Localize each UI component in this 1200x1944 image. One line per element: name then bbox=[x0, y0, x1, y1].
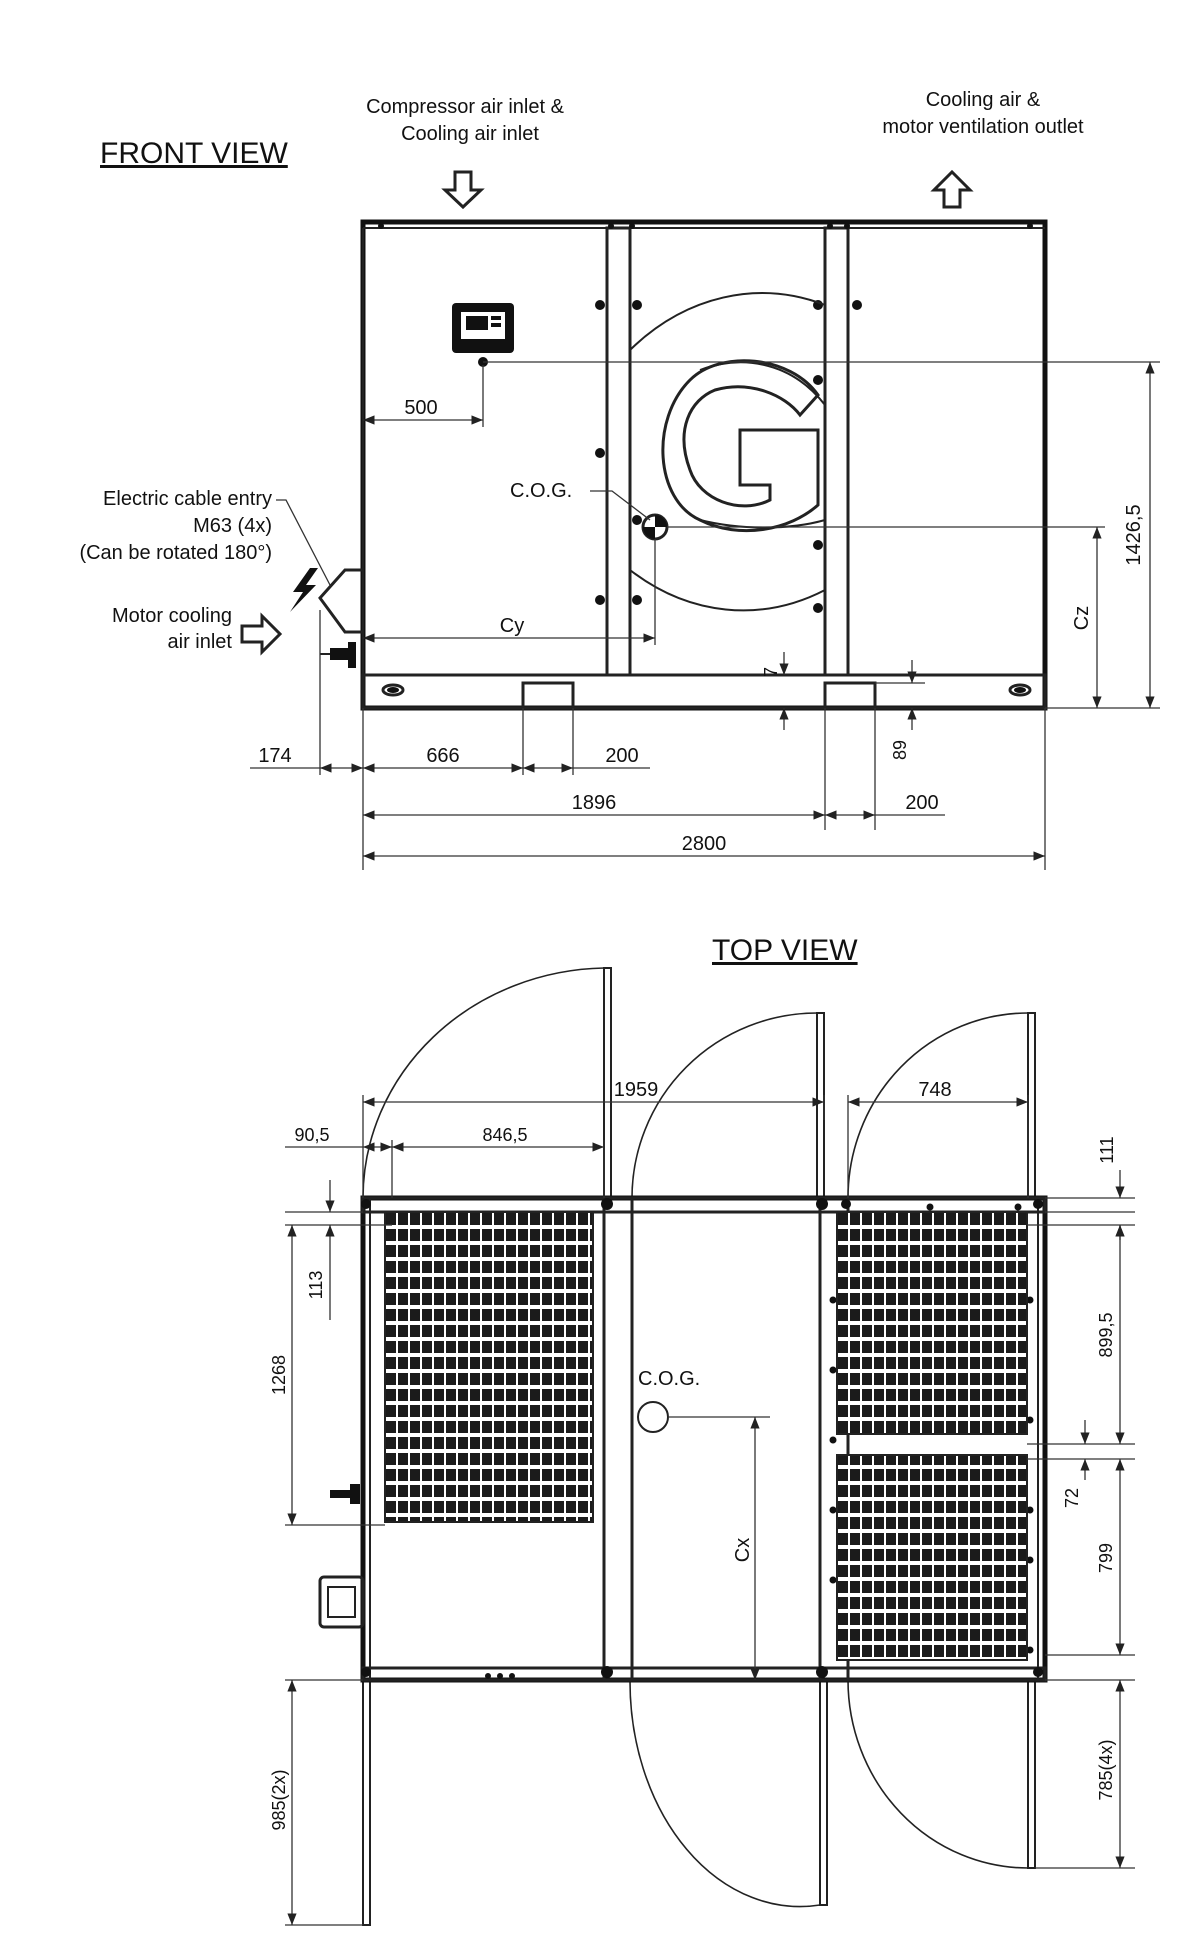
dim-2800: 2800 bbox=[682, 833, 727, 855]
right-upper-grille bbox=[836, 1211, 1028, 1435]
cz-label: Cz bbox=[1071, 606, 1093, 630]
g-logo bbox=[661, 359, 820, 533]
cog-symbol bbox=[641, 513, 669, 541]
base-frame bbox=[361, 673, 1047, 710]
lightning-icon bbox=[290, 568, 318, 612]
left-grille bbox=[384, 1211, 594, 1523]
inlet-arrow-icon bbox=[441, 170, 485, 210]
top-cog-symbol bbox=[637, 1401, 669, 1433]
dim-72: 72 bbox=[1062, 1488, 1082, 1508]
dim-899-5: 899,5 bbox=[1096, 1312, 1116, 1357]
dim-785-4x: 785(4x) bbox=[1096, 1739, 1116, 1800]
cable-plug-icon bbox=[330, 642, 356, 668]
dim-748: 748 bbox=[918, 1079, 951, 1101]
dim-1896: 1896 bbox=[572, 792, 617, 814]
front-view: FRONT VIEW Compressor air inlet & Coolin… bbox=[79, 89, 1160, 870]
dim-1959: 1959 bbox=[614, 1079, 659, 1101]
fan-shroud bbox=[629, 292, 826, 351]
dim-200-front-b: 200 bbox=[905, 792, 938, 814]
cx-label: Cx bbox=[732, 1538, 754, 1562]
top-view-title: TOP VIEW bbox=[712, 934, 858, 967]
dim-666: 666 bbox=[426, 745, 459, 767]
dim-1268: 1268 bbox=[269, 1355, 289, 1395]
dim-89: 89 bbox=[890, 740, 910, 760]
dim-1426-5: 1426,5 bbox=[1123, 504, 1145, 565]
top-view: TOP VIEW bbox=[269, 934, 1135, 1926]
controller-display-icon bbox=[452, 303, 514, 367]
dim-500: 500 bbox=[404, 397, 437, 419]
top-cog-label: C.O.G. bbox=[638, 1368, 700, 1390]
inlet-label-line1: Compressor air inlet & bbox=[366, 96, 565, 118]
dim-846-5: 846,5 bbox=[482, 1125, 527, 1145]
cable-entry-label-line2: M63 (4x) bbox=[193, 515, 272, 537]
cable-entry-label-line3: (Can be rotated 180°) bbox=[79, 542, 272, 564]
dim-111: 111 bbox=[1097, 1136, 1117, 1163]
dim-174: 174 bbox=[258, 745, 291, 767]
dim-7: 7 bbox=[761, 667, 781, 677]
motor-inlet-label-line1: Motor cooling bbox=[112, 605, 232, 627]
front-housing bbox=[360, 219, 1048, 711]
outlet-label-line2: motor ventilation outlet bbox=[882, 116, 1084, 138]
side-box bbox=[318, 1575, 365, 1629]
dim-985-2x: 985(2x) bbox=[269, 1769, 289, 1830]
dim-113: 113 bbox=[306, 1271, 326, 1300]
dim-90-5: 90,5 bbox=[294, 1125, 329, 1145]
inlet-label-line2: Cooling air inlet bbox=[401, 123, 539, 145]
right-lower-grille bbox=[836, 1454, 1028, 1661]
front-view-title: FRONT VIEW bbox=[100, 137, 288, 170]
cy-label: Cy bbox=[500, 615, 524, 637]
dim-799: 799 bbox=[1096, 1543, 1116, 1573]
motor-inlet-label-line2: air inlet bbox=[168, 631, 233, 653]
door-swing-arc bbox=[362, 967, 605, 1199]
cable-entry-label-line1: Electric cable entry bbox=[103, 488, 272, 510]
side-cable-plug-icon bbox=[330, 1484, 360, 1504]
motor-inlet-arrow-icon bbox=[240, 612, 283, 656]
cog-label: C.O.G. bbox=[510, 480, 572, 502]
outlet-arrow-icon bbox=[930, 169, 974, 209]
outlet-label-line1: Cooling air & bbox=[926, 89, 1041, 111]
cable-entry-housing bbox=[318, 568, 363, 634]
dim-200-front-a: 200 bbox=[605, 745, 638, 767]
